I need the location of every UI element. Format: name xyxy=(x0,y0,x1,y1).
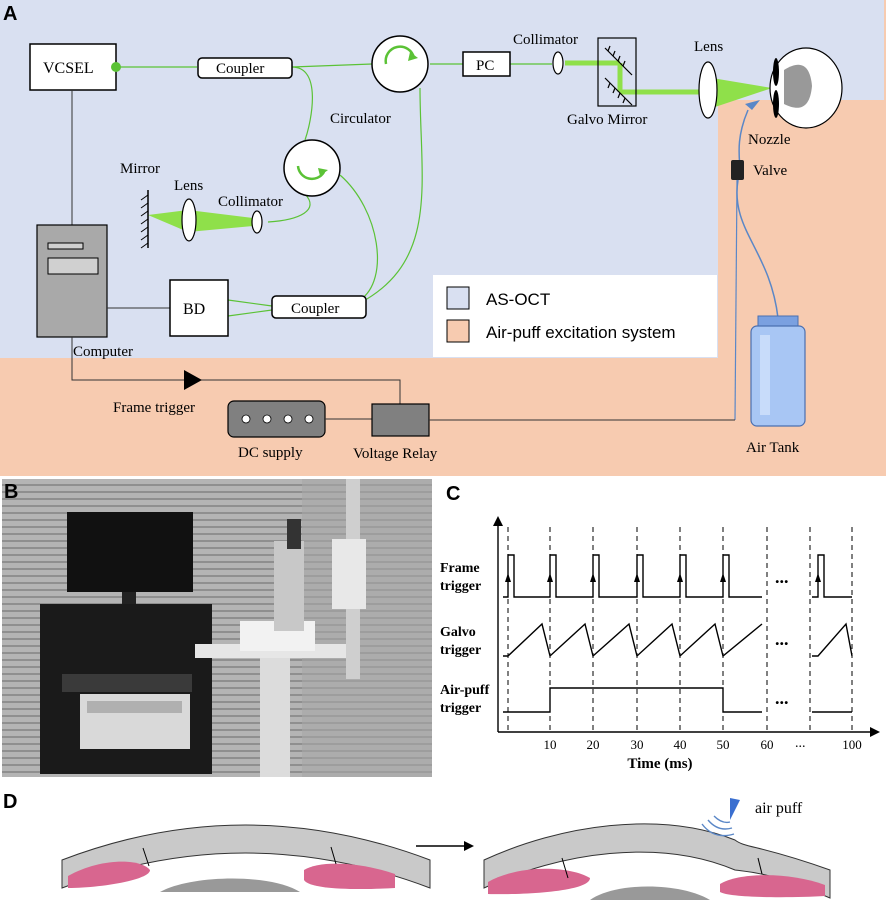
panel-c-timing-diagram: C Frame trigger Galvo trigger Air-puff t… xyxy=(440,483,880,772)
coupler-bottom-box xyxy=(271,295,367,319)
panel-a-label: A xyxy=(3,3,17,25)
bd-label: BD xyxy=(183,301,205,318)
x-axis-label: Time (ms) xyxy=(627,756,692,772)
air-puff-label: air puff xyxy=(755,800,803,817)
bd-box xyxy=(169,279,229,337)
galvo-row-label-2: trigger xyxy=(440,643,481,658)
frame-trigger-arrows xyxy=(505,573,821,582)
x-tick-20: 20 xyxy=(587,737,600,752)
beam-ref xyxy=(148,210,253,232)
panel-d-label: D xyxy=(3,791,17,813)
x-tick-100: 100 xyxy=(842,737,862,752)
airpuff-ellipsis: ... xyxy=(775,688,789,708)
airpuff-row-label-1: Air-puff xyxy=(440,683,490,698)
frame-row-label-2: trigger xyxy=(440,579,481,594)
airpuff-trigger-signal xyxy=(503,687,762,713)
cornea-deformed xyxy=(483,823,831,899)
coupler-top-box xyxy=(197,57,293,79)
voltage-relay-box xyxy=(371,403,430,437)
legend-box xyxy=(433,275,717,357)
panel-c-label: C xyxy=(446,483,460,505)
x-tick-60: 60 xyxy=(761,737,774,752)
valve-body xyxy=(731,160,744,180)
frame-trigger-label: Frame trigger xyxy=(113,400,195,416)
air-puff-waves-icon xyxy=(701,815,735,837)
vcsel-output-dot xyxy=(111,62,121,72)
collimator-ref-label: Collimator xyxy=(218,194,283,210)
panel-b-label: B xyxy=(4,481,19,503)
collimator-top-label: Collimator xyxy=(513,32,578,48)
dc-supply-label: DC supply xyxy=(238,445,303,461)
legend-oct-label: AS-OCT xyxy=(486,290,550,309)
vcsel-box xyxy=(29,43,117,91)
nozzle-tip xyxy=(745,100,760,110)
panel-a-diagram: A VCSEL Coupler Circulator PC Collimator xyxy=(0,0,886,476)
frame-row-label-1: Frame xyxy=(440,561,480,576)
legend-airpuff-label: Air-puff excitation system xyxy=(486,323,676,342)
x-tick-40: 40 xyxy=(674,737,687,752)
iris-left-rest xyxy=(68,861,150,888)
iris-left-deformed xyxy=(488,868,590,895)
x-tick-30: 30 xyxy=(631,737,644,752)
circulator-top xyxy=(371,35,429,93)
lens-ref-label: Lens xyxy=(174,178,203,194)
pc-label: PC xyxy=(476,58,494,74)
circulator-top-label: Circulator xyxy=(330,111,391,127)
x-tick-50: 50 xyxy=(717,737,730,752)
panel-b-photo: B xyxy=(2,479,432,777)
airpuff-row-label-2: trigger xyxy=(440,701,481,716)
galvo-ellipsis: ... xyxy=(775,629,789,649)
air-puff-nozzle-icon xyxy=(730,798,740,820)
trigger-arrow xyxy=(184,370,202,390)
air-tank-label: Air Tank xyxy=(746,440,800,456)
galvo-row-label-1: Galvo xyxy=(440,625,476,640)
lens-right xyxy=(698,61,718,119)
vcsel-label: VCSEL xyxy=(43,60,94,77)
computer-label: Computer xyxy=(73,344,133,360)
coupler-top-label: Coupler xyxy=(216,61,264,77)
legend-swatch-airpuff xyxy=(446,319,470,343)
eye xyxy=(769,47,843,129)
panel-d-diagram: D air puff xyxy=(3,791,831,900)
galvo-trigger-signal-tail xyxy=(812,622,853,657)
axis-ellipsis: ... xyxy=(795,736,806,751)
lens-deformed xyxy=(590,886,710,900)
collimator-top xyxy=(552,51,564,75)
coupler-bottom-label: Coupler xyxy=(291,301,339,317)
iris-right-rest xyxy=(304,863,395,890)
voltage-relay-label: Voltage Relay xyxy=(353,446,438,462)
mirror-label: Mirror xyxy=(120,161,160,177)
cornea-rest xyxy=(61,824,431,889)
nozzle-label: Nozzle xyxy=(748,132,791,148)
collimator-ref xyxy=(251,210,263,234)
circulator-ref xyxy=(283,139,341,197)
beam-cone-right xyxy=(712,78,772,108)
computer-icon xyxy=(36,224,108,338)
frame-trigger-signal xyxy=(503,554,852,598)
x-tick-10: 10 xyxy=(544,737,557,752)
frame-ellipsis: ... xyxy=(775,567,789,587)
lens-right-label: Lens xyxy=(694,39,723,55)
air-tank-icon xyxy=(750,315,806,427)
galvo-trigger-signal xyxy=(503,622,763,658)
monitor xyxy=(67,512,193,592)
iris-right-deformed xyxy=(720,875,825,898)
legend-swatch-oct xyxy=(446,286,470,310)
galvo-box xyxy=(597,37,637,107)
pc-box xyxy=(462,51,511,77)
galvo-label: Galvo Mirror xyxy=(567,112,647,128)
lens-ref xyxy=(181,198,197,242)
valve-label: Valve xyxy=(753,163,787,179)
lens-rest xyxy=(160,878,300,892)
